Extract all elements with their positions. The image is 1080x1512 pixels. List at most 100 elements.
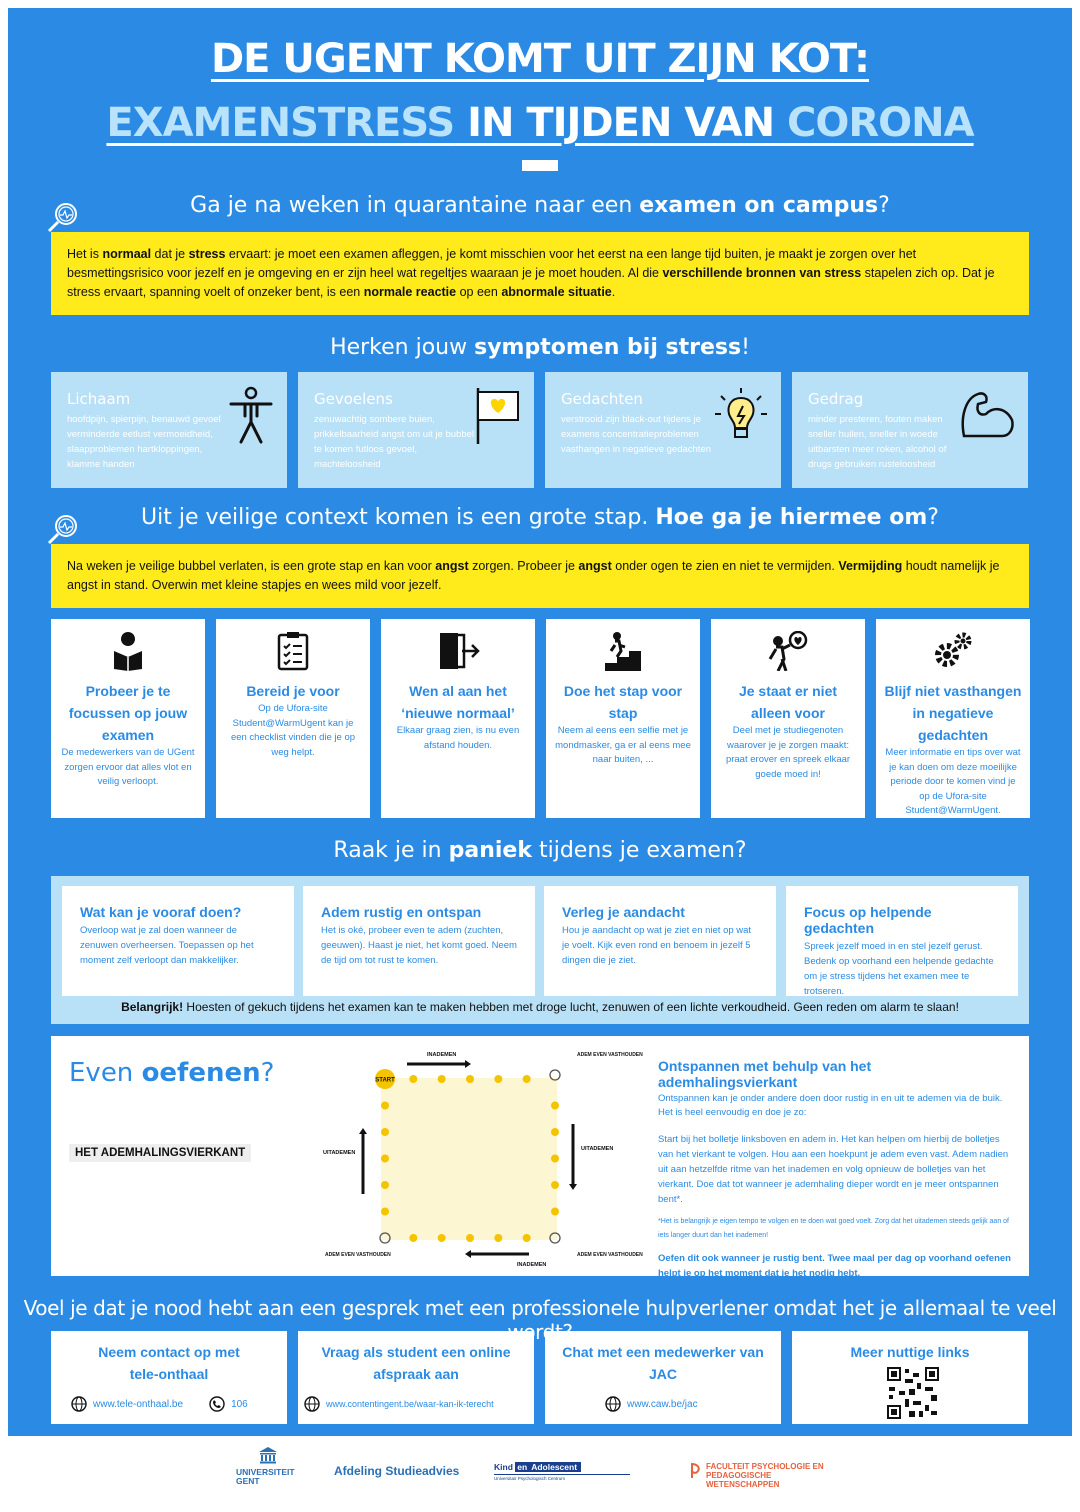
symptom-text: minder presteren, fouten maken sneller h… <box>808 414 947 470</box>
section1-text-run: normaal <box>102 247 152 261</box>
panic-note-text: Hoesten of gekuch tijdens het examen kan… <box>183 1000 959 1014</box>
section3-yellow-box: Na weken je veilige bubbel verlaten, is … <box>51 544 1029 608</box>
panic-card: Focus op helpende gedachten Spreek jezel… <box>786 886 1018 997</box>
panic-card-title: Focus op helpende gedachten <box>804 904 932 936</box>
exercise-title: Ontspannen met behulp van het ademhaling… <box>658 1058 872 1090</box>
section3-text-run: Na weken je veilige bubbel verlaten, is … <box>67 559 436 573</box>
qr-code-icon[interactable] <box>885 1365 941 1421</box>
kind-pre: Kind <box>494 1462 516 1472</box>
section1-text-run: stapelen zich op. Dat je stress ervaart,… <box>67 266 995 299</box>
hold-label-tr: ADEM EVEN VASTHOUDEN <box>577 1052 643 1058</box>
coping-card-text: Deel met je studiegenoten waarover je je… <box>725 725 851 780</box>
section3-text: Na weken je veilige bubbel verlaten, is … <box>67 557 1013 595</box>
checklist-icon <box>277 632 309 671</box>
breathing-dot <box>522 1234 531 1242</box>
exit-door-icon <box>440 633 480 669</box>
ugent-logo: UNIVERSITEIT GENT <box>236 1446 300 1486</box>
panic-card: Wat kan je vooraf doen? Overloop wat je … <box>62 886 294 996</box>
help-card-title: Vraag als student een online afspraak aa… <box>321 1344 511 1382</box>
breathing-dot <box>381 1207 389 1216</box>
breathing-dots <box>381 1075 559 1242</box>
label-bottom: INADEMEN <box>517 1262 546 1268</box>
help-card-title: Neem contact op met tele-onthaal <box>98 1344 240 1382</box>
coping-card-title: Blijf niet vasthangen in negatieve gedac… <box>884 683 1022 743</box>
breathing-dot <box>551 1154 559 1163</box>
person-icon <box>229 386 273 444</box>
panic-card-text: Overloop wat je zal doen wanneer de zenu… <box>80 925 254 966</box>
breathing-dot <box>466 1075 474 1083</box>
faculty-mark-icon <box>690 1463 700 1478</box>
symptom-text: zenuwachtig sombere buien, prikkelbaarhe… <box>314 414 475 470</box>
coping-card-text: Meer informatie en tips over wat je kan … <box>885 747 1021 816</box>
reader-icon <box>114 632 142 671</box>
poster-title-line1: DE UGENT KOMT UIT ZIJN KOT: <box>210 36 870 82</box>
symptom-text: verstrooid zijn black-out tijdens je exa… <box>561 414 712 455</box>
support-person-icon <box>768 630 808 672</box>
panic-card-title: Adem rustig en ontspan <box>321 904 482 920</box>
exercise-body: Start bij het bolletje linksboven en ade… <box>658 1134 1009 1205</box>
coping-card-text: De medewerkers van de UGent zorgen ervoo… <box>61 747 195 787</box>
magnifier-icon <box>47 203 77 233</box>
studieadvies-text: Afdeling Studieadvies <box>334 1464 460 1478</box>
section1-text-run: normale reactie <box>363 285 457 299</box>
panic-card: Adem rustig en ontspan Het is oké, probe… <box>303 886 535 996</box>
ugent-text: UNIVERSITEIT GENT <box>236 1467 295 1486</box>
hold-label-bl: ADEM EVEN VASTHOUDEN <box>325 1252 391 1258</box>
symptom-card-lichaam: Lichaam hoofdpijn, spierpijn, benauwd ge… <box>51 372 287 488</box>
section4-heading-pre: Raak je in <box>333 838 449 863</box>
label-right: UITADEMEN <box>581 1146 613 1152</box>
panic-card-title: Verleg je aandacht <box>562 904 685 920</box>
gears-icon <box>935 632 972 667</box>
stairs-icon <box>605 632 641 671</box>
section1-text-run: stress <box>188 247 226 261</box>
panic-note: Belangrijk! Hoesten of gekuch tijdens he… <box>51 1000 1029 1014</box>
title-in-tijden: IN TIJDEN VAN <box>454 100 787 146</box>
coping-card-title: Je staat er niet alleen voor <box>738 683 838 721</box>
breathing-dot <box>494 1075 503 1083</box>
symptom-text: hoofdpijn, spierpijn, benauwd gevoel ver… <box>67 414 221 470</box>
symptom-title: Gedachten <box>561 390 643 408</box>
exercise-heading-bold: oefenen <box>141 1058 261 1088</box>
jac-link[interactable]: www.caw.be/jac <box>627 1398 698 1410</box>
section3-text-run: Vermijding <box>838 559 903 573</box>
section2-heading-bold: symptomen bij stress <box>474 335 742 360</box>
start-label: START <box>375 1078 395 1084</box>
breathing-dot <box>522 1075 531 1083</box>
panic-note-bold: Belangrijk! <box>121 1000 184 1014</box>
kind-en: en <box>515 1462 530 1472</box>
section3-heading: Uit je veilige context komen is een grot… <box>0 505 1080 530</box>
breathing-dot <box>551 1101 559 1110</box>
magnifier-icon <box>47 515 77 545</box>
tele-onthaal-phone[interactable]: 106 <box>231 1398 248 1410</box>
breathing-dot <box>381 1101 389 1110</box>
lightbulb-icon <box>715 388 767 438</box>
breathing-dot <box>409 1234 418 1242</box>
section3-text-run: houdt namelijk je angst in stand. Overwi… <box>67 559 1000 592</box>
section2-heading-pre: Herken jouw <box>330 335 475 360</box>
section1-heading-bold: examen on campus <box>639 193 879 218</box>
coping-card-title: Bereid je voor <box>246 683 340 699</box>
section3-heading-post: ? <box>927 505 939 530</box>
section1-heading-pre: Ga je na weken in quarantaine naar een <box>190 193 640 218</box>
section3-heading-pre: Uit je veilige context komen is een grot… <box>141 505 656 530</box>
kind-en-adolescent-logo: Kind en Adolescent Universitair Psycholo… <box>494 1462 630 1481</box>
coping-card-title: Wen al aan het ‘nieuwe normaal’ <box>401 683 515 721</box>
title-divider <box>522 160 558 171</box>
title-examenstress: EXAMENSTRESS <box>106 100 455 146</box>
title-corona: CORONA <box>786 100 975 146</box>
section3-text-run: onder ogen te zien en niet te vermijden. <box>611 559 839 573</box>
section1-yellow-box: Het is normaal dat je stress ervaart: je… <box>51 232 1029 315</box>
coping-card-text: Op de Ufora-site Student@WarmUgent kan j… <box>230 703 356 758</box>
help-card-jac: Chat met een medewerker van JAC www.caw.… <box>545 1331 781 1424</box>
online-afspraak-link[interactable]: www.contentingent.be/waar-kan-ik-terecht <box>326 1399 494 1409</box>
globe-icon <box>71 1396 87 1412</box>
exercise-footnote: *Het is belangrijk je eigen tempo te vol… <box>658 1218 1010 1239</box>
section2-heading-post: ! <box>741 335 750 360</box>
section1-text: Het is normaal dat je stress ervaart: je… <box>67 245 1013 302</box>
heart-flag-icon <box>476 388 519 444</box>
tele-onthaal-link[interactable]: www.tele-onthaal.be <box>93 1398 184 1410</box>
globe-icon <box>605 1396 621 1412</box>
coping-card: Probeer je te focussen op jouw examen De… <box>51 619 205 818</box>
section1-text-run: op een <box>456 285 502 299</box>
panic-card-text: Hou je aandacht op wat je ziet en niet o… <box>562 925 752 966</box>
